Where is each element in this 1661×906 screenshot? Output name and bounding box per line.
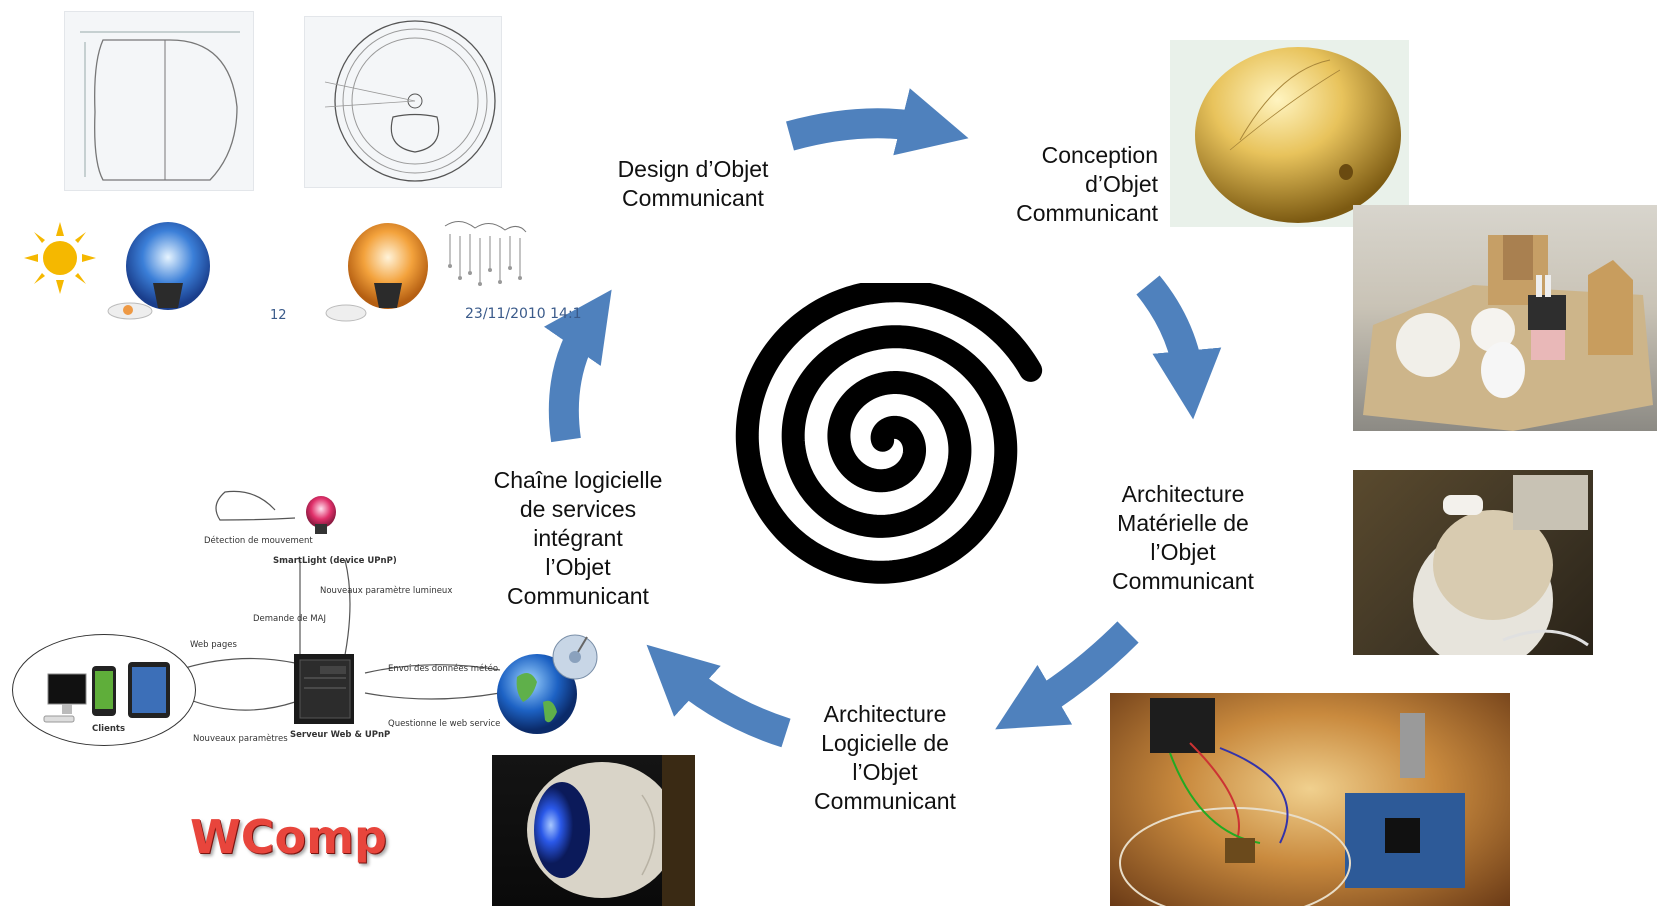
wcomp-smartlight-label: SmartLight (device UPnP)	[273, 556, 397, 566]
web-service-globe-icon	[497, 634, 598, 734]
arrow-conception-to-materielle	[1136, 275, 1222, 420]
design-sketch-top	[304, 16, 502, 188]
step-materielle-label: Architecture Matérielle de l’Objet Commu…	[1112, 481, 1254, 594]
wcomp-serveur-label: Serveur Web & UPnP	[290, 730, 391, 740]
wcomp-web-pages-label: Web pages	[190, 640, 237, 650]
arrow-design-to-conception	[786, 88, 969, 156]
design-page-number: 12	[270, 308, 287, 323]
design-date: 23/11/2010 14:1	[465, 306, 582, 322]
orange-lamp-icon	[325, 223, 428, 322]
step-design-label: Design d’Objet Communicant	[617, 156, 769, 211]
blue-lamp-photo	[492, 755, 695, 906]
spiral-icon	[735, 283, 1043, 584]
electronics-board-photo	[1110, 693, 1510, 906]
wcomp-questionne-label: Questionne le web service	[388, 719, 501, 729]
conception-3d-render	[1170, 40, 1409, 227]
wcomp-envoi-meteo-label: Envoi des données météo	[388, 664, 499, 674]
wcomp-diagram-lines	[184, 490, 501, 711]
wcomp-nouveaux-lumineux-label: Nouveaux paramètre lumineux	[320, 586, 453, 596]
arrow-materielle-to-logicielle	[995, 621, 1139, 730]
wcomp-nouveaux-params-label: Nouveaux paramètres	[193, 734, 288, 744]
smartlight-icon	[306, 496, 336, 534]
blue-lamp-icon	[107, 222, 210, 320]
step-conception-label: Conception d’Objet Communicant	[1016, 142, 1158, 226]
wcomp-logo: WComp	[190, 810, 387, 864]
design-sketch-side	[64, 11, 254, 191]
client-devices-icon	[43, 662, 170, 723]
prototypes-photo	[1353, 205, 1657, 431]
wcomp-demande-maj-label: Demande de MAJ	[253, 614, 326, 624]
arrow-chaine-to-design	[543, 289, 612, 443]
wcomp-clients-label: Clients	[92, 724, 126, 734]
wcomp-diagram: Détection de mouvement SmartLight (devic…	[0, 0, 598, 746]
step-chaine-label: Chaîne logicielle de services intégrant …	[493, 467, 663, 609]
server-icon	[294, 654, 354, 724]
arrow-logicielle-to-chaine	[646, 644, 791, 748]
hardware-lamp-photo	[1353, 470, 1593, 655]
rain-sketch-icon	[444, 221, 527, 286]
step-logicielle-label: Architecture Logicielle de l’Objet Commu…	[814, 701, 956, 814]
sun-icon	[24, 222, 96, 294]
wcomp-detection-label: Détection de mouvement	[204, 536, 313, 546]
